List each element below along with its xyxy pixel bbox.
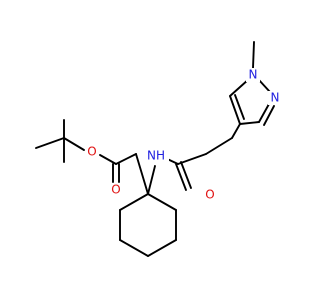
- bond-carbonyl-to-ch2: [115, 153, 137, 165]
- pyrazole-n1-text: N: [249, 68, 258, 82]
- bond-ch2-to-pyrazole: [231, 123, 241, 139]
- bond-ch2-to-ring-carbon: [135, 153, 149, 195]
- bond-amide-carbonyl-2: [180, 161, 192, 189]
- cyclohexane-bond-6: [119, 193, 149, 211]
- bond-amide-to-ch2: [177, 153, 207, 165]
- pyrazole-bond-n2-c3-double: [263, 105, 275, 126]
- bond-amide-carbonyl-1: [175, 163, 187, 191]
- bond-ring-carbon-to-nh: [147, 165, 156, 195]
- ester-carbonyl-oxygen-text: O: [111, 183, 120, 197]
- amide-nh-label: NH: [143, 149, 169, 163]
- bond-ch2-to-ch2: [205, 137, 233, 155]
- bond-n-methyl: [252, 41, 255, 69]
- bond-tbu-methyl-left: [35, 137, 65, 149]
- pyrazole-bond-n1-n2: [258, 79, 271, 93]
- structure-canvas: O O NH O N N: [35, 41, 282, 257]
- bond-oxygen-to-carbonyl-carbon: [99, 154, 117, 165]
- pyrazole-n2-text: N: [271, 91, 280, 105]
- pyrazole-bond-c4-c5: [229, 95, 241, 125]
- pyrazole-bond-n2-c3: [258, 103, 270, 123]
- ester-oxygen-label: O: [85, 145, 99, 159]
- bond-tbu-to-oxygen: [63, 137, 85, 151]
- pyrazole-bond-c3-c4: [239, 121, 260, 125]
- amide-nh-text: NH: [147, 149, 165, 163]
- amide-oxygen-text: O: [205, 188, 214, 202]
- chemical-structure-diagram: O O NH O N N: [35, 41, 282, 257]
- cyclohexane-bond-1: [147, 193, 177, 211]
- amide-oxygen-label: O: [203, 188, 217, 202]
- pyrazole-n1-label: N: [246, 68, 260, 82]
- pyrazole-n2-label: N: [268, 91, 282, 105]
- cyclohexane-bond-4: [119, 239, 149, 257]
- ester-carbonyl-oxygen-label: O: [109, 183, 123, 197]
- ester-oxygen-text: O: [87, 145, 96, 159]
- pyrazole-bond-c5-n1: [229, 78, 250, 97]
- pyrazole-bond-c4-c5-double: [234, 94, 245, 120]
- cyclohexane-bond-3: [147, 239, 177, 257]
